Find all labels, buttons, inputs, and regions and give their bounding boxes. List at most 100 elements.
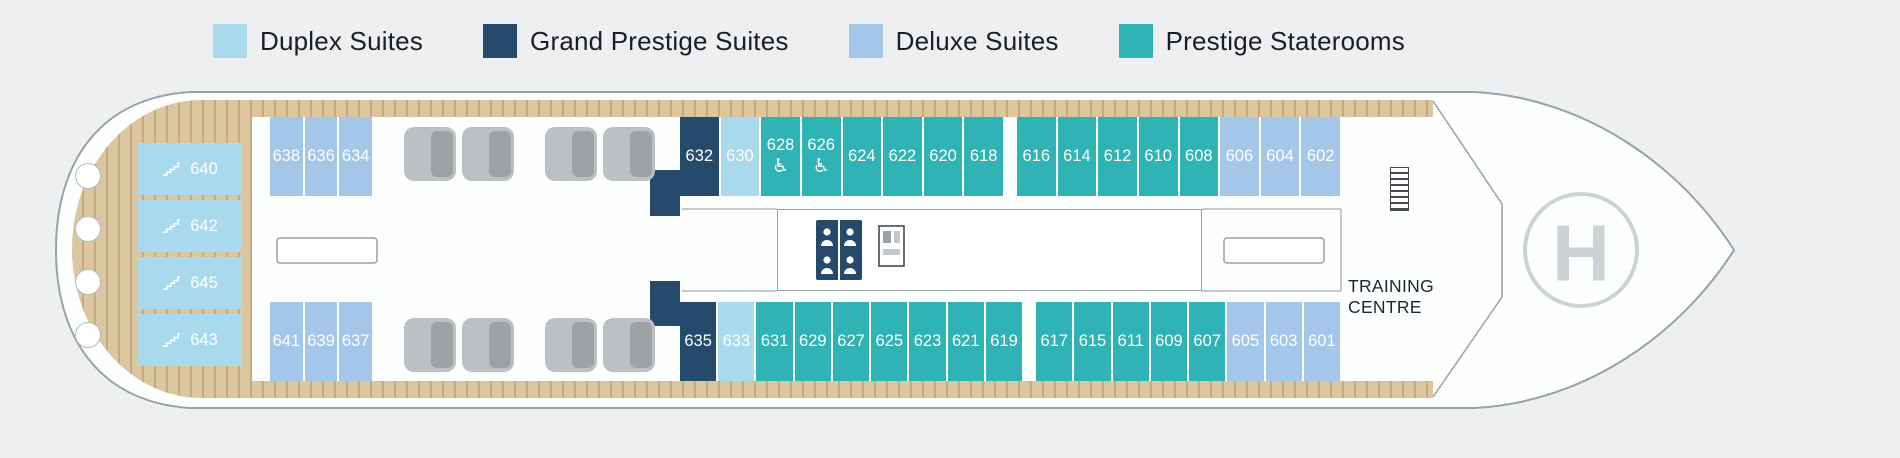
cabin-634[interactable]: 634 xyxy=(339,117,373,196)
cabin-623[interactable]: 623 xyxy=(909,302,946,381)
cabin-number: 639 xyxy=(307,332,335,351)
cabin-624[interactable]: 624 xyxy=(842,117,882,196)
cabin-622[interactable]: 622 xyxy=(883,117,922,196)
cabin-606[interactable]: 606 xyxy=(1220,117,1259,196)
elevator-icon xyxy=(816,220,862,280)
cabin-639[interactable]: 639 xyxy=(304,302,338,381)
cabin-row-top-aft: 638 636 634 xyxy=(270,117,373,196)
cabin-number: 617 xyxy=(1040,332,1068,351)
restroom-icon xyxy=(878,225,905,267)
expedition-vehicle xyxy=(603,318,655,372)
cabin-607[interactable]: 607 xyxy=(1189,302,1226,381)
cabin-number: 606 xyxy=(1225,147,1254,166)
cabin-627[interactable]: 627 xyxy=(832,302,870,381)
cabin-number: 620 xyxy=(929,147,957,166)
cabin-number: 603 xyxy=(1269,332,1298,351)
cabin-643[interactable]: 643 xyxy=(138,314,242,366)
cabin-642[interactable]: 642 xyxy=(138,200,242,252)
helipad-letter: H xyxy=(1552,209,1610,298)
cabin-625[interactable]: 625 xyxy=(871,302,908,381)
bow-step-edge xyxy=(1432,100,1503,398)
cabin-645[interactable]: 645 xyxy=(138,257,242,309)
cabin-629[interactable]: 629 xyxy=(794,302,831,381)
vehicle-cab xyxy=(489,131,511,177)
expedition-vehicle xyxy=(545,318,597,372)
cabin-number: 633 xyxy=(722,332,751,351)
cabin-615[interactable]: 615 xyxy=(1074,302,1111,381)
cabin-626[interactable]: 626♿ xyxy=(801,117,841,196)
legend-item-duplex: Duplex Suites xyxy=(213,24,423,58)
cabin-number: 618 xyxy=(969,147,998,166)
vehicle-cab xyxy=(431,322,453,368)
cabin-633[interactable]: 633 xyxy=(718,302,755,381)
grand-suite-extension-632 xyxy=(650,170,680,216)
porthole xyxy=(75,216,101,242)
cabin-631[interactable]: 631 xyxy=(756,302,793,381)
cabin-619[interactable]: 619 xyxy=(985,302,1023,381)
cabin-602[interactable]: 602 xyxy=(1301,117,1340,196)
cabin-number: 624 xyxy=(848,147,876,166)
cabin-number: 634 xyxy=(341,147,370,166)
cabin-number: 616 xyxy=(1022,147,1051,166)
cabin-635[interactable]: 635 xyxy=(680,302,717,381)
stairs-icon xyxy=(162,276,181,290)
cabin-636[interactable]: 636 xyxy=(304,117,338,196)
cabin-621[interactable]: 621 xyxy=(947,302,984,381)
porthole xyxy=(75,163,101,189)
cabin-601[interactable]: 601 xyxy=(1303,302,1340,381)
legend-label: Grand Prestige Suites xyxy=(530,25,789,56)
cabin-604[interactable]: 604 xyxy=(1260,117,1300,196)
expedition-vehicle xyxy=(603,127,655,181)
cabin-number: 638 xyxy=(272,147,301,166)
stairs-icon xyxy=(162,219,181,233)
legend-swatch-prestige xyxy=(1118,24,1153,58)
cabin-641[interactable]: 641 xyxy=(270,302,303,381)
stairs-icon xyxy=(162,162,181,176)
cabin-608[interactable]: 608 xyxy=(1179,117,1219,196)
cabin-number: 621 xyxy=(951,332,980,351)
wheelchair-icon: ♿ xyxy=(812,155,830,178)
cabin-614[interactable]: 614 xyxy=(1057,117,1097,196)
cabin-630[interactable]: 630 xyxy=(720,117,760,196)
cabin-number: 636 xyxy=(307,147,335,166)
cabin-610[interactable]: 610 xyxy=(1138,117,1178,196)
cabin-612[interactable]: 612 xyxy=(1098,117,1137,196)
cabin-number: 622 xyxy=(888,147,917,166)
cabin-number: 627 xyxy=(837,332,865,351)
vehicle-cab xyxy=(489,322,511,368)
cabin-620[interactable]: 620 xyxy=(923,117,963,196)
cabin-number: 632 xyxy=(685,147,714,166)
cabin-616[interactable]: 616 xyxy=(1017,117,1056,196)
cabin-605[interactable]: 605 xyxy=(1227,302,1264,381)
cabin-609[interactable]: 609 xyxy=(1150,302,1188,381)
training-centre-label: TRAINING CENTRE xyxy=(1348,276,1435,317)
cabin-638[interactable]: 638 xyxy=(270,117,303,196)
cabin-611[interactable]: 611 xyxy=(1112,302,1149,381)
cabin-603[interactable]: 603 xyxy=(1265,302,1302,381)
cabin-number: 645 xyxy=(190,273,218,292)
cabin-number: 602 xyxy=(1306,147,1335,166)
cabin-number: 642 xyxy=(190,216,218,235)
cross-corridor-gap xyxy=(1024,302,1034,381)
expedition-vehicle xyxy=(404,127,456,181)
cross-corridor-gap xyxy=(1005,117,1015,196)
cabin-number: 623 xyxy=(913,332,942,351)
cabin-number: 631 xyxy=(760,332,789,351)
cabin-618[interactable]: 618 xyxy=(964,117,1003,196)
cabin-617[interactable]: 617 xyxy=(1036,302,1073,381)
cabin-number: 619 xyxy=(990,332,1018,351)
cabin-637[interactable]: 637 xyxy=(339,302,373,381)
cabin-number: 601 xyxy=(1308,332,1336,351)
legend-swatch-grand xyxy=(483,24,518,58)
cabin-632[interactable]: 632 xyxy=(680,117,719,196)
cabin-640[interactable]: 640 xyxy=(138,143,242,195)
cabin-628[interactable]: 628♿ xyxy=(761,117,800,196)
vehicle-cab xyxy=(431,131,453,177)
vehicle-cab xyxy=(630,131,652,177)
cabin-number: 628 xyxy=(766,135,795,154)
vehicle-cab xyxy=(572,131,594,177)
cabin-number: 640 xyxy=(190,159,218,178)
